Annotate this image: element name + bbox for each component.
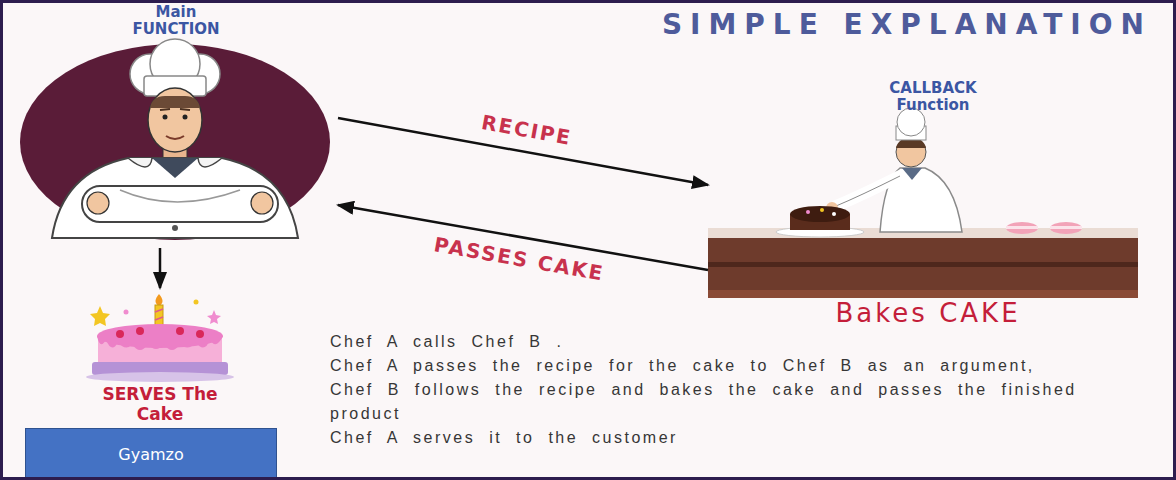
chef-b-illustration-part <box>790 206 850 222</box>
chef-a-illustration-part <box>163 115 168 120</box>
chef-a-illustration-part <box>128 158 222 167</box>
author-box: Gyamzo <box>25 428 277 480</box>
cake-illustration-part <box>176 327 184 335</box>
chef-a-illustration-part <box>148 88 202 152</box>
cake-illustration <box>86 294 234 382</box>
cake-illustration-part <box>156 294 163 306</box>
chef-a-illustration-part <box>52 158 298 238</box>
cake-illustration-part <box>98 336 222 364</box>
chef-b-illustration-part <box>896 137 926 167</box>
chef-a-illustration-part <box>87 192 109 214</box>
node-heading: CALLBACK Function <box>858 80 1008 114</box>
note-text: Chef A passes the recipe for the cake to… <box>330 354 1150 378</box>
chef-b-illustration-part <box>836 176 900 206</box>
cake-illustration-part <box>86 372 234 382</box>
chef-b-illustration-part <box>832 212 836 216</box>
chef-a-illustration <box>20 39 330 240</box>
cake-illustration-part <box>90 306 110 326</box>
chef-a-illustration-part <box>166 136 184 139</box>
chef-a-illustration-part <box>183 115 188 120</box>
connector-arrow <box>159 248 162 288</box>
chef-a-illustration-part <box>120 190 240 202</box>
author-name: Gyamzo <box>118 445 183 464</box>
cake-illustration-part <box>97 336 223 350</box>
note-block: Chef A calls Chef B .Chef A passes the r… <box>330 330 1150 450</box>
node-caption: Bakes CAKE <box>768 298 1088 328</box>
note-text: Chef A calls Chef B . <box>330 330 1150 354</box>
cake-illustration-part <box>194 300 199 305</box>
note-text: Chef A serves it to the customer <box>330 426 1150 450</box>
note-text: Chef B follows the recipe and bakes the … <box>330 378 1150 426</box>
chef-a-illustration-part <box>152 158 198 178</box>
chef-b-illustration-part <box>836 176 900 206</box>
cake-illustration-part <box>207 310 221 324</box>
chef-b-illustration-part <box>708 238 1138 298</box>
chef-a-illustration-part <box>150 96 200 108</box>
chef-a-illustration-part <box>172 225 178 231</box>
chef-a-illustration-part <box>251 192 273 214</box>
chef-b-illustration-part <box>1006 226 1038 229</box>
chef-b-illustration-part <box>708 290 1138 298</box>
cake-illustration-part <box>196 330 204 338</box>
cake-illustration-part <box>136 327 144 335</box>
chef-b-illustration-part <box>902 168 922 180</box>
edge-label: PASSES CAKE <box>432 232 606 285</box>
node-heading: Main FUNCTION <box>116 4 236 38</box>
chef-b-illustration-part <box>1050 222 1082 234</box>
chef-a-illustration-part <box>160 109 190 110</box>
chef-b-illustration <box>708 108 1138 298</box>
chef-b-illustration-part <box>820 208 824 212</box>
main-function-node: Main FUNCTION <box>20 4 332 244</box>
edge-label: RECIPE <box>480 110 574 150</box>
chef-a-illustration-part <box>82 186 278 222</box>
node-caption: SERVES The Cake <box>95 384 225 424</box>
page-title: SIMPLE EXPLANATION <box>662 8 1152 41</box>
chef-b-illustration-part <box>1006 222 1038 234</box>
chef-b-illustration-part <box>806 210 810 214</box>
chef-b-illustration-part <box>708 262 1138 267</box>
chef-b-illustration-part <box>1050 226 1082 229</box>
serve-cake-node: SERVES The Cake <box>60 290 260 424</box>
cake-illustration-part <box>116 330 124 338</box>
cake-illustration-part <box>124 310 129 315</box>
callback-function-node: CALLBACK FunctionBakes CAKE <box>708 80 1138 328</box>
